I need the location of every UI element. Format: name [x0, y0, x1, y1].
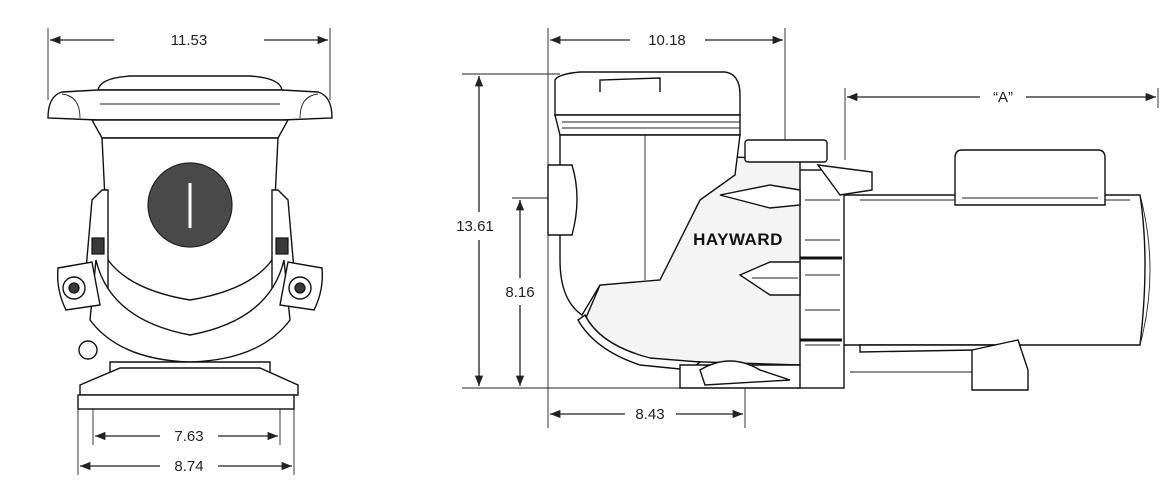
- dim-side-inlet-to-front: 8.43: [635, 406, 664, 423]
- front-view: 11.53 7.63 8.74: [47, 28, 333, 475]
- dim-side-length-top: 10.18: [648, 32, 686, 49]
- dim-front-width-top: 11.53: [171, 32, 207, 49]
- dim-front-base-outer: 8.74: [174, 458, 203, 475]
- side-view: HAYWARD 10.18 “A” 13.61 8.16 8.43: [456, 28, 1159, 428]
- dim-front-base-inner: 7.63: [174, 428, 203, 445]
- dim-side-motor-length: “A”: [993, 89, 1013, 106]
- brand-label: HAYWARD: [693, 230, 783, 249]
- dim-side-total-height: 13.61: [456, 218, 494, 235]
- dim-side-inlet-height: 8.16: [505, 284, 534, 301]
